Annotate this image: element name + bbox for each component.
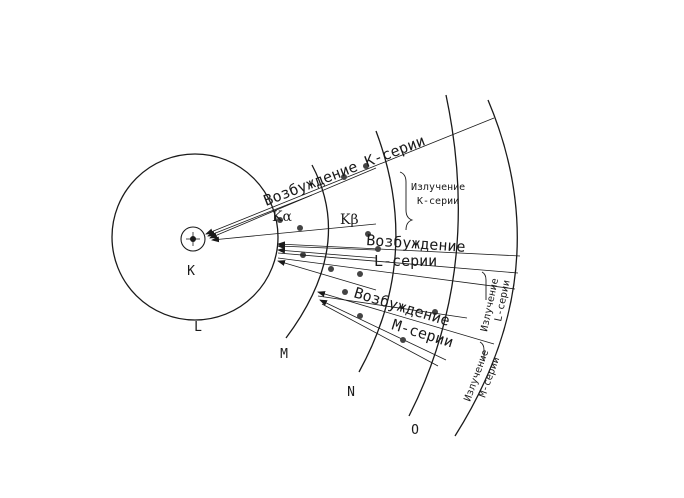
m-ray-4 [321,303,439,367]
l-emission-ray-2 [277,257,516,290]
electron-dot [363,163,369,169]
electron-dot [357,313,363,319]
shell-label-n: N [347,385,355,400]
k-beta-label: Kβ [340,212,359,228]
emission-m-brace [479,341,485,360]
l-ray-2 [277,243,377,251]
l-emission-ray-1 [277,252,519,274]
m-ray-2 [317,295,468,319]
shell-label-l: L [194,320,202,335]
shell-label-m: M [280,347,288,362]
k-ray-n [211,223,377,243]
emission-l-brace [481,271,487,300]
electron-dot [375,246,381,252]
electron-dot [341,174,347,180]
electron-dot [277,217,283,223]
l-emission-ray-3 [277,260,377,291]
electron-dot [365,231,371,237]
excitation-k-label: Возбуждение К-серии [261,131,428,209]
emission-k-brace [399,171,414,231]
excitation-l-label-2: L-серии [374,252,437,270]
k-alpha-label: Kα [272,209,292,225]
m-ray-3 [319,299,447,361]
k-excitation-ray [205,117,495,235]
shell-n-arc [358,130,397,373]
shell-m-arc [285,164,330,339]
shell-label-o: O [411,423,419,438]
shell-label-k: K [187,264,195,279]
k-alpha-ray [207,194,313,237]
nucleus-k-shell [180,226,206,252]
electron-dot [400,337,406,343]
k-beta-ray [209,167,377,239]
emission-k-label-1: Излучение [411,182,465,193]
shell-o-arc [408,94,459,417]
electron-dot [342,289,348,295]
emission-k-label-2: К-серии [417,196,459,207]
l-ray-3 [277,247,377,259]
electron-dot [357,271,363,277]
shell-l-circle [111,153,279,321]
electron-dot [297,225,303,231]
l-excitation-ray [277,241,521,257]
electron-dot [328,266,334,272]
shell-outer-arc [454,99,518,437]
